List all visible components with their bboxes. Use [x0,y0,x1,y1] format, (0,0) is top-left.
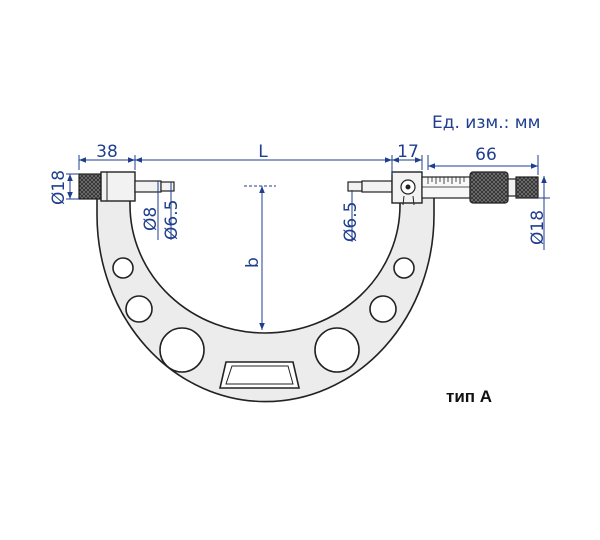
spindle-tip [347,181,363,192]
frame-hole-right-small [393,257,415,279]
frame-hole-left-large [159,327,205,373]
left-anvil-housing [100,171,136,202]
thimble-knurl [469,171,509,204]
insulation-plate [218,361,301,389]
label-left-d65: Ø6.5 [162,200,182,240]
label-38: 38 [96,142,118,162]
spindle [361,180,393,193]
dim-throat-b [244,185,276,330]
sleeve-scale [422,177,470,188]
frame-hole-right-medium [369,295,397,323]
dim-right-diameter-18 [538,176,550,250]
dim-spindle-offset [392,155,423,170]
type-label: тип А [446,387,492,406]
dim-head-length [427,155,539,175]
frame-hole-left-small [112,257,134,279]
left-anvil-neck [134,180,162,193]
label-d8: Ø8 [141,207,161,231]
dim-left-neck-diameters [157,181,172,240]
frame-hole-right-large [314,327,360,373]
label-b: b [243,257,263,268]
label-66: 66 [475,145,497,165]
label-spindle-d65: Ø6.5 [341,202,361,242]
left-anvil-tip [160,181,175,192]
ratchet-neck [507,178,517,197]
left-anvil-knurl [78,173,102,200]
label-left-d18: Ø18 [49,170,69,205]
sleeve [421,176,471,199]
label-17: 17 [397,142,419,162]
ratchet-knurl [515,176,539,199]
units-label: Ед. изм.: мм [432,113,540,133]
label-L: L [258,142,268,162]
label-right-d18: Ø18 [528,210,548,245]
frame-hole-left-medium [125,295,153,323]
dim-left-diameter-18 [66,173,79,200]
